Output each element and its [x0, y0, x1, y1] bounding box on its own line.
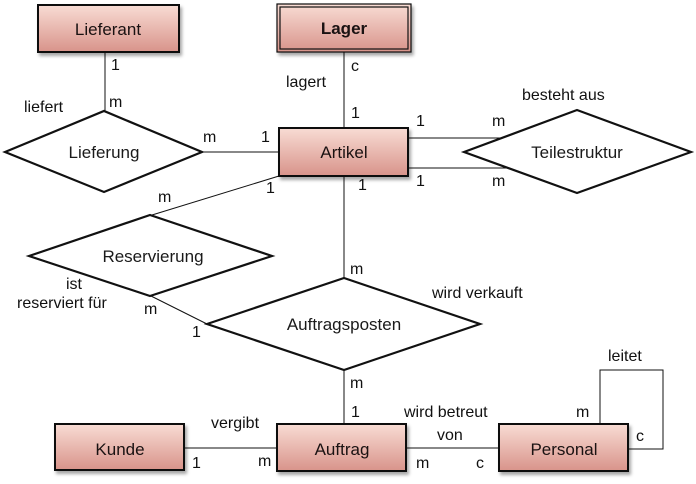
entity-auftrag[interactable] — [276, 423, 407, 472]
relationship-lieferung[interactable] — [2, 109, 205, 194]
role-label-lagert: lagert — [286, 74, 327, 91]
cardinality: m — [416, 455, 429, 472]
role-label-wird-verkauft: wird verkauft — [431, 285, 523, 302]
entity-lager[interactable] — [276, 3, 412, 53]
cardinality: m — [144, 301, 157, 318]
line-personal-self-loop — [599, 369, 664, 450]
cardinality: m — [350, 375, 363, 392]
cardinality: c — [351, 58, 359, 75]
entity-lager-label: Lager — [321, 19, 368, 38]
role-label-besteht-aus: besteht aus — [522, 87, 605, 104]
cardinality: m — [158, 189, 171, 206]
cardinality: c — [476, 455, 484, 472]
line-reservierung-auftragsposten — [150, 295, 208, 325]
line-artikel-reservierung — [151, 175, 280, 216]
entity-personal-label: Personal — [530, 440, 597, 459]
cardinality: 1 — [192, 324, 201, 341]
role-label-ist: ist — [66, 276, 83, 293]
cardinality: m — [492, 173, 505, 190]
cardinality: 1 — [416, 113, 425, 130]
role-label-leitet: leitet — [608, 348, 642, 365]
entity-auftrag-label: Auftrag — [315, 440, 370, 459]
connector-lines — [104, 52, 664, 450]
entity-lieferant[interactable] — [37, 4, 180, 53]
role-label-wird-betreut: wird betreut — [403, 404, 488, 421]
entity-artikel[interactable] — [278, 127, 409, 177]
cardinality: 1 — [358, 177, 367, 194]
cardinality: 1 — [351, 404, 360, 421]
cardinality: 1 — [261, 129, 270, 146]
role-label-vergibt: vergibt — [211, 415, 260, 432]
cardinality: 1 — [351, 105, 360, 122]
cardinality: 1 — [416, 173, 425, 190]
relationship-reservierung[interactable] — [25, 213, 276, 298]
role-label-reserviert-fuer: reserviert für — [17, 295, 107, 312]
cardinality: 1 — [111, 57, 120, 74]
role-label-liefert: liefert — [24, 99, 64, 116]
cardinality: 1 — [266, 180, 275, 197]
cardinality: m — [492, 113, 505, 130]
relationship-teilestruktur-label: Teilestruktur — [531, 143, 623, 162]
cardinality: m — [350, 261, 363, 278]
relationship-teilestruktur[interactable] — [460, 108, 695, 195]
cardinality: m — [576, 404, 589, 421]
relationship-reservierung-label: Reservierung — [102, 247, 203, 266]
entity-artikel-label: Artikel — [320, 143, 367, 162]
relationship-auftragsposten[interactable] — [203, 276, 484, 372]
cardinality: 1 — [192, 455, 201, 472]
cardinality: m — [258, 453, 271, 470]
entity-lieferant-label: Lieferant — [75, 20, 141, 39]
entity-personal[interactable] — [498, 423, 629, 472]
cardinality: m — [109, 94, 122, 111]
entity-lager-inner-border — [279, 6, 409, 50]
relationship-lieferung-label: Lieferung — [69, 143, 140, 162]
cardinality: c — [636, 428, 644, 445]
cardinality: m — [203, 129, 216, 146]
role-label-von: von — [437, 427, 463, 444]
entity-kunde-label: Kunde — [95, 440, 144, 459]
entity-kunde[interactable] — [54, 423, 185, 471]
relationship-auftragsposten-label: Auftragsposten — [287, 315, 401, 334]
